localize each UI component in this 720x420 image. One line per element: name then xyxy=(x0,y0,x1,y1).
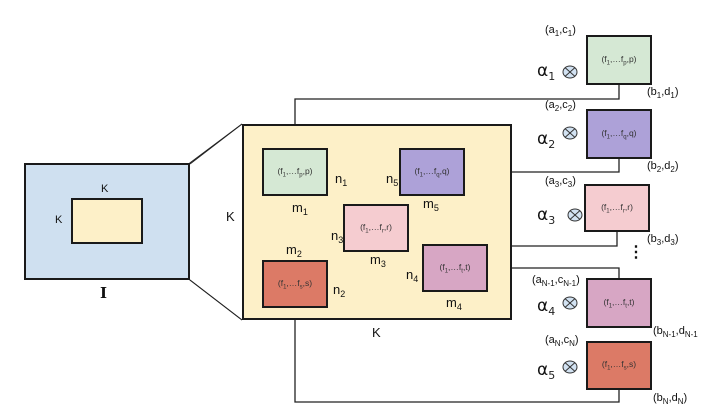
output-box-3: (f1,…fr,r) xyxy=(584,184,650,232)
label-m4: m4 xyxy=(446,295,462,312)
label-n5: n5 xyxy=(386,171,399,188)
projection-line-outer-top xyxy=(189,123,243,165)
output-box-5-text: (f1,…fs,s) xyxy=(601,359,637,372)
window-left-label: K xyxy=(55,214,63,226)
region-m1-text: (f1,…fp,p) xyxy=(277,165,313,179)
input-image xyxy=(24,163,190,280)
vertical-ellipsis: ⋮ xyxy=(628,244,644,261)
window-top-label: K xyxy=(101,183,109,195)
zoomed-bottom-label: K xyxy=(372,325,381,340)
image-label: I xyxy=(100,284,108,302)
output-box-5: (f1,…fs,s) xyxy=(586,341,652,390)
alpha-4: α4 xyxy=(537,296,556,318)
output-5-top-left-coord: (aN,cN) xyxy=(545,334,579,349)
region-m4: (f1,…ft,t) xyxy=(422,244,488,292)
output-2-bottom-right-coord: (b2,d2) xyxy=(647,160,679,175)
output-3-bottom-right-coord: (b3,d3) xyxy=(647,233,679,248)
region-m4-text: (f1,…ft,t) xyxy=(439,261,471,275)
region-m5-text: (f1,…fq,q) xyxy=(414,165,450,179)
output-box-1-text: (f1,…fp,p) xyxy=(601,53,637,67)
label-n1: n1 xyxy=(335,171,348,188)
output-box-2-text: (f1,…fq,q) xyxy=(601,127,637,141)
label-n4: n4 xyxy=(406,267,419,284)
alpha-2: α2 xyxy=(537,129,556,151)
otimes-icon-3 xyxy=(567,208,583,222)
output-box-2: (f1,…fq,q) xyxy=(586,109,652,159)
label-n3: n3 xyxy=(331,228,344,245)
output-box-3-text: (f1,…fr,r) xyxy=(601,201,633,215)
output-box-4: (f1,…ft,t) xyxy=(586,278,652,328)
label-m3: m3 xyxy=(370,252,386,269)
sliding-window xyxy=(71,198,143,244)
region-m5: (f1,…fq,q) xyxy=(399,148,465,196)
label-n2: n2 xyxy=(333,282,346,299)
output-1-bottom-right-coord: (b1,d1) xyxy=(647,86,679,101)
output-3-top-left-coord: (a3,c3) xyxy=(545,175,576,190)
otimes-icon-2 xyxy=(562,126,578,140)
zoomed-left-label: K xyxy=(226,209,235,224)
region-m3-text: (f1,…fr,r) xyxy=(360,221,392,235)
connector-m5 xyxy=(465,159,620,173)
output-4-top-left-coord: (aN-1,cN-1) xyxy=(532,274,580,289)
label-m1: m1 xyxy=(292,200,308,217)
label-m5: m5 xyxy=(423,196,439,213)
otimes-icon-1 xyxy=(562,65,578,79)
connector-m2 xyxy=(294,308,620,403)
connector-m4 xyxy=(488,267,620,278)
alpha-1: α1 xyxy=(537,61,556,83)
projection-line-outer-bottom xyxy=(189,279,243,321)
output-1-top-left-coord: (a1,c1) xyxy=(545,24,576,39)
output-box-4-text: (f1,…ft,t) xyxy=(603,296,635,310)
output-4-bottom-right-coord: (bN-1,dN-1 xyxy=(653,325,698,340)
output-box-1: (f1,…fp,p) xyxy=(586,35,652,85)
alpha-3: α3 xyxy=(537,205,556,227)
output-2-top-left-coord: (a2,c2) xyxy=(545,99,576,114)
region-m3: (f1,…fr,r) xyxy=(343,204,409,252)
otimes-icon-5 xyxy=(562,360,578,374)
output-5-bottom-right-coord: (bN,dN) xyxy=(653,392,688,407)
region-m2-text: (f1,…fs,s) xyxy=(277,277,313,291)
connector-m1 xyxy=(294,85,620,148)
region-m2: (f1,…fs,s) xyxy=(262,260,328,308)
label-m2: m2 xyxy=(286,242,302,259)
region-m1: (f1,…fp,p) xyxy=(262,148,328,196)
alpha-5: α5 xyxy=(537,360,556,382)
otimes-icon-4 xyxy=(562,296,578,310)
